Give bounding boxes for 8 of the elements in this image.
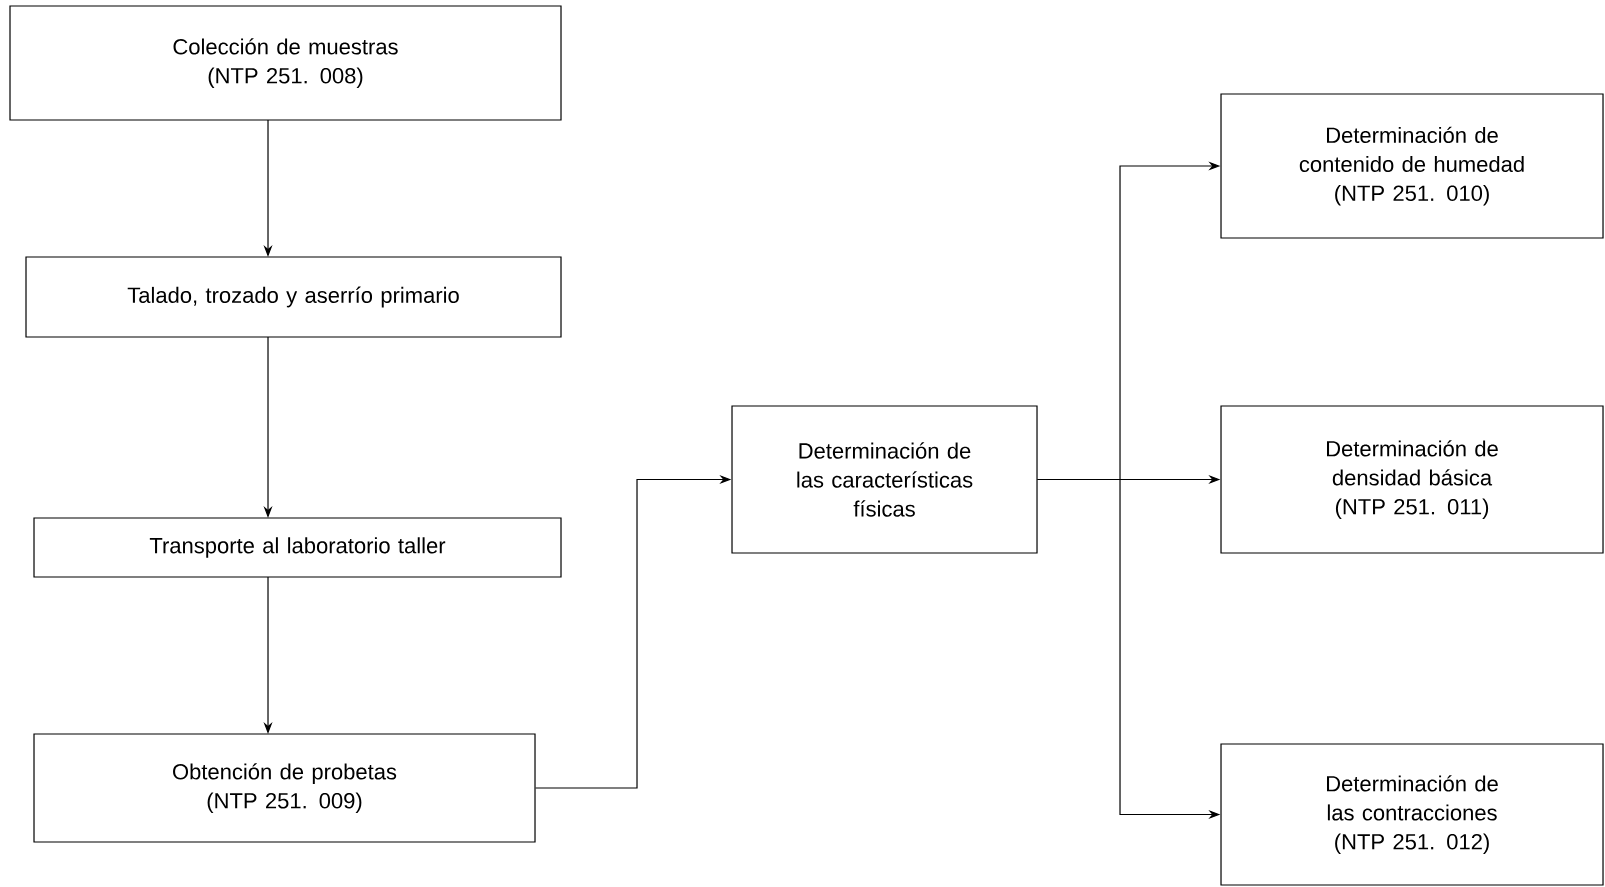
process-box: Determinación de las contracciones (NTP 251. 012) (1220, 743, 1604, 886)
process-box: Determinación de las características físicas (731, 405, 1038, 554)
process-box: Obtención de probetas (NTP 251. 009) (33, 733, 536, 843)
process-box: Colección de muestras (NTP 251. 008) (9, 5, 562, 121)
process-box: Determinación de densidad básica (NTP 251. 011) (1220, 405, 1604, 554)
process-box: Transporte al laboratorio taller (33, 517, 562, 578)
process-box: Determinación de contenido de humedad (NTP 251. 010) (1220, 93, 1604, 239)
process-box: Talado, trozado y aserrío primario (25, 256, 562, 338)
